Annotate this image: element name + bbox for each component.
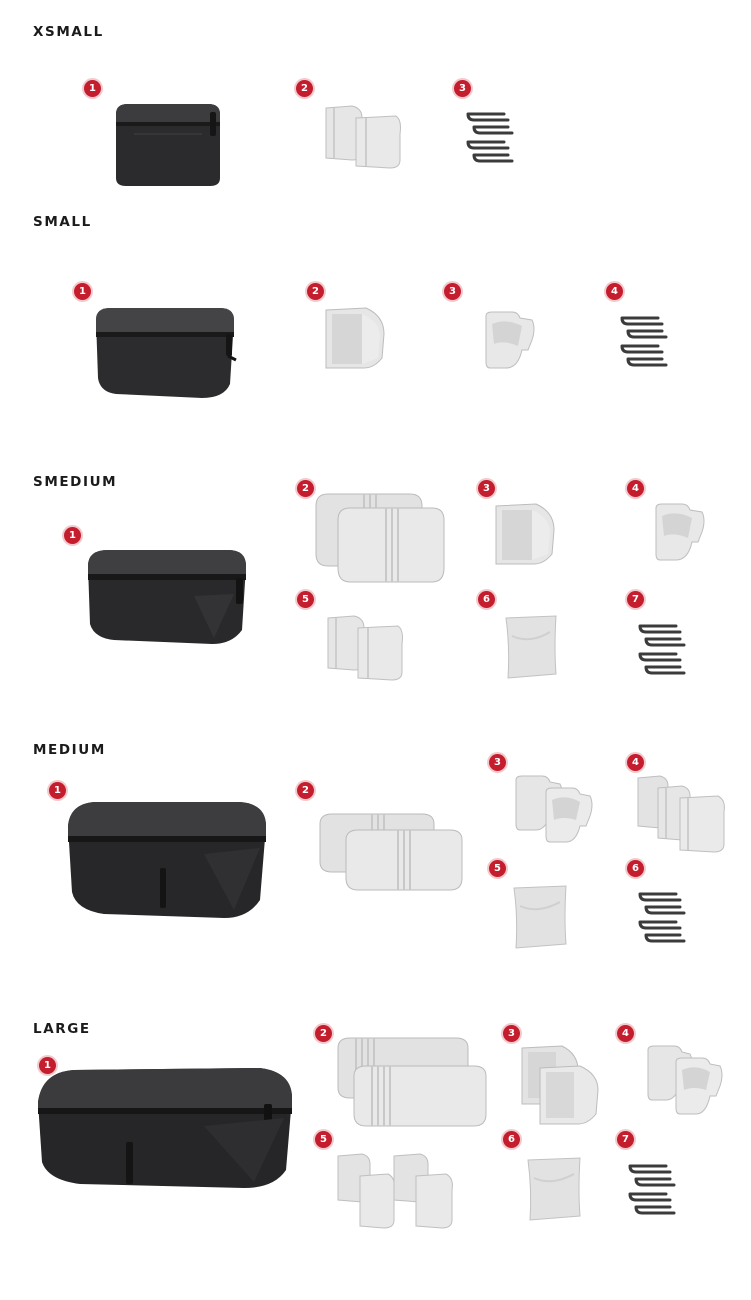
item-number-badge: 4 — [617, 1025, 634, 1042]
item-number-badge: 3 — [503, 1025, 520, 1042]
item-number-badge: 1 — [84, 80, 101, 97]
packing-cube-image — [34, 1064, 296, 1192]
item-number-badge: 6 — [478, 591, 495, 608]
item-number-badge: 2 — [315, 1025, 332, 1042]
divider-quad-image — [336, 1152, 460, 1230]
item-number-badge: 7 — [617, 1131, 634, 1148]
divider-image — [494, 502, 556, 568]
section-title-large: LARGE — [33, 1021, 91, 1037]
clips-image — [628, 1160, 676, 1218]
divider-pair-image — [322, 104, 402, 170]
section-title-smedium: SMEDIUM — [33, 474, 118, 490]
long-divider-pair-image — [314, 492, 446, 586]
clips-image — [638, 620, 686, 678]
item-number-badge: 2 — [297, 782, 314, 799]
divider-image — [324, 306, 386, 372]
item-number-badge: 5 — [489, 860, 506, 877]
clips-image — [638, 888, 686, 946]
divider-pair-image — [518, 1044, 600, 1126]
item-number-badge: 3 — [489, 754, 506, 771]
pouch-image — [504, 614, 558, 680]
clips-image — [466, 108, 514, 166]
item-number-badge: 5 — [297, 591, 314, 608]
item-number-badge: 1 — [49, 782, 66, 799]
item-number-badge: 5 — [315, 1131, 332, 1148]
long-divider-pair-image — [336, 1036, 488, 1128]
section-title-medium: MEDIUM — [33, 742, 106, 758]
item-number-badge: 6 — [503, 1131, 520, 1148]
section-title-small: SMALL — [33, 214, 92, 230]
packing-cube-image — [64, 798, 270, 922]
packing-cube-image — [92, 304, 240, 400]
shelf-divider-image — [652, 502, 706, 562]
item-number-badge: 1 — [74, 283, 91, 300]
item-number-badge: 7 — [627, 591, 644, 608]
pouch-image — [526, 1156, 582, 1222]
item-number-badge: 1 — [39, 1057, 56, 1074]
clips-image — [620, 312, 668, 370]
item-number-badge: 2 — [297, 480, 314, 497]
long-divider-pair-image — [318, 812, 464, 892]
divider-triple-image — [636, 774, 728, 854]
item-number-badge: 6 — [627, 860, 644, 877]
item-number-badge: 1 — [64, 527, 81, 544]
packing-cube-image — [112, 100, 224, 188]
packing-cube-image — [84, 546, 250, 648]
item-number-badge: 3 — [444, 283, 461, 300]
item-number-badge: 4 — [606, 283, 623, 300]
section-title-xsmall: XSMALL — [33, 24, 104, 40]
shelf-divider-image — [482, 310, 536, 370]
item-number-badge: 3 — [454, 80, 471, 97]
item-number-badge: 4 — [627, 480, 644, 497]
item-number-badge: 4 — [627, 754, 644, 771]
shelf-divider-pair-image — [512, 774, 596, 844]
shelf-divider-pair-image — [644, 1044, 726, 1116]
divider-pair-image — [324, 614, 406, 682]
item-number-badge: 3 — [478, 480, 495, 497]
item-number-badge: 2 — [307, 283, 324, 300]
pouch-image — [512, 884, 568, 950]
item-number-badge: 2 — [296, 80, 313, 97]
